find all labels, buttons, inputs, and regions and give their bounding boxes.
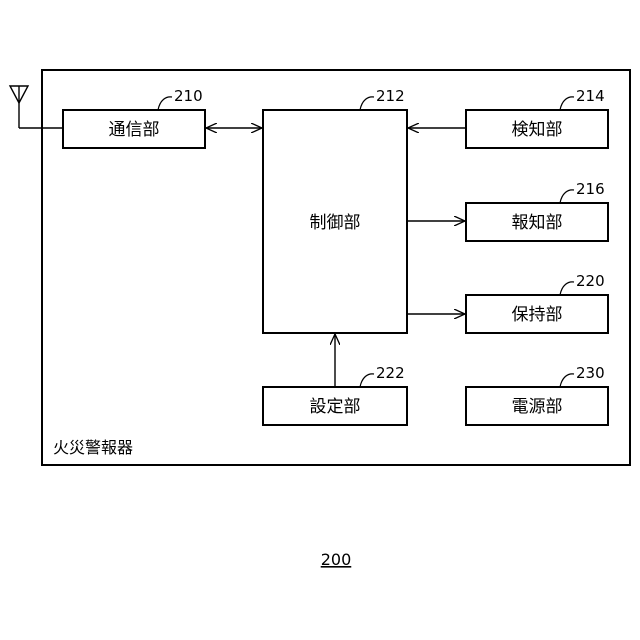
- storage-ref: 220: [576, 272, 605, 290]
- detection-ref: 214: [576, 87, 605, 105]
- antenna-icon: [10, 86, 63, 128]
- ref-storage: 220: [560, 272, 605, 295]
- ref-detection: 214: [560, 87, 605, 110]
- setting-ref: 222: [376, 364, 405, 382]
- block-control: 制御部: [263, 110, 407, 333]
- communication-label: 通信部: [109, 120, 160, 140]
- ref-notification: 216: [560, 180, 605, 203]
- setting-label: 設定部: [310, 397, 361, 417]
- block-notification: 報知部: [466, 203, 608, 241]
- ref-control: 212: [360, 87, 405, 110]
- storage-label: 保持部: [512, 305, 563, 325]
- detection-label: 検知部: [512, 120, 563, 140]
- notification-ref: 216: [576, 180, 605, 198]
- figure-number: 200: [321, 550, 352, 569]
- power-label: 電源部: [512, 397, 563, 417]
- block-communication: 通信部: [63, 110, 205, 148]
- block-power: 電源部: [466, 387, 608, 425]
- block-storage: 保持部: [466, 295, 608, 333]
- notification-label: 報知部: [512, 213, 563, 233]
- device-caption: 火災警報器: [53, 438, 133, 457]
- ref-communication: 210: [158, 87, 203, 110]
- ref-setting: 222: [360, 364, 405, 387]
- control-label: 制御部: [310, 213, 361, 233]
- block-setting: 設定部: [263, 387, 407, 425]
- control-ref: 212: [376, 87, 405, 105]
- ref-power: 230: [560, 364, 605, 387]
- communication-ref: 210: [174, 87, 203, 105]
- block-detection: 検知部: [466, 110, 608, 148]
- power-ref: 230: [576, 364, 605, 382]
